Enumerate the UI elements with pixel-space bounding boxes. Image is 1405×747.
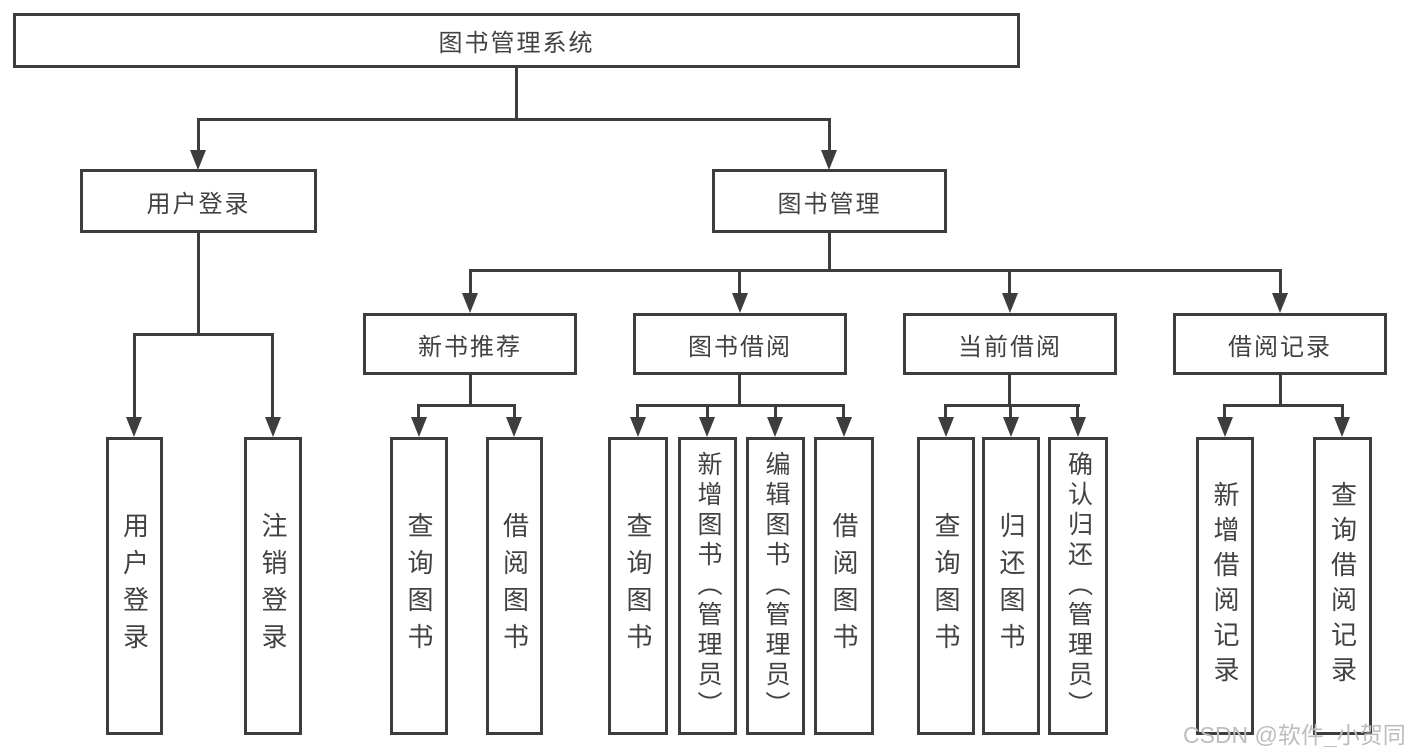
arrow-down-icon [1217, 417, 1233, 437]
connector-line [828, 118, 831, 152]
node-current-borrowing: 当前借阅 [903, 313, 1117, 375]
node-new-book-recommendation: 新书推荐 [363, 313, 577, 375]
node-borrowing-records: 借阅记录 [1173, 313, 1387, 375]
connector-line [1009, 407, 1012, 419]
connector-line [469, 375, 472, 407]
connector-line [1279, 272, 1282, 294]
leaf-label: 查询图书 [623, 512, 653, 660]
leaf-label: 编辑图书（管理员） [762, 451, 790, 721]
arrow-down-icon [1334, 417, 1350, 437]
arrow-down-icon [265, 417, 281, 437]
connector-line [469, 272, 472, 294]
connector-line [271, 336, 274, 419]
connector-line [133, 333, 274, 336]
leaf-label: 借阅图书 [829, 512, 859, 660]
connector-line [197, 233, 200, 335]
connector-line [197, 118, 831, 121]
arrow-down-icon [836, 417, 852, 437]
arrow-down-icon [411, 417, 427, 437]
connector-line [1223, 404, 1344, 407]
arrow-down-icon [1002, 293, 1018, 313]
leaf-label: 归还图书 [996, 512, 1026, 660]
connector-line [133, 336, 136, 419]
connector-line [636, 404, 845, 407]
connector-line [417, 404, 516, 407]
connector-line [842, 407, 845, 419]
arrow-down-icon [462, 293, 478, 313]
connector-line [1076, 407, 1079, 419]
arrow-down-icon [938, 417, 954, 437]
leaf-label: 新增借阅记录 [1210, 481, 1240, 691]
arrow-down-icon [699, 417, 715, 437]
connector-line [738, 272, 741, 294]
leaf-add-books-admin: 新增图书（管理员） [678, 437, 737, 735]
leaf-label: 借阅图书 [499, 512, 530, 660]
arrow-down-icon [506, 417, 522, 437]
arrow-down-icon [767, 417, 783, 437]
leaf-label: 确认归还（管理员） [1064, 451, 1093, 721]
leaf-label: 查询借阅记录 [1327, 481, 1358, 691]
connector-line [944, 407, 947, 419]
leaf-query-borrow-record: 查询借阅记录 [1313, 437, 1372, 735]
arrow-down-icon [821, 150, 837, 170]
connector-line [1008, 375, 1011, 407]
node-library-system: 图书管理系统 [13, 13, 1020, 68]
leaf-add-borrow-record: 新增借阅记录 [1196, 437, 1254, 735]
leaf-label: 用户登录 [119, 512, 150, 660]
leaf-label: 查询图书 [404, 512, 434, 660]
leaf-query-books-borrowing: 查询图书 [608, 437, 668, 735]
node-book-management: 图书管理 [712, 169, 947, 233]
leaf-label: 注销登录 [258, 512, 288, 660]
connector-line [1008, 272, 1011, 294]
leaf-label: 查询图书 [931, 512, 961, 660]
node-user-login: 用户登录 [80, 169, 317, 233]
leaf-label: 新增图书（管理员） [694, 451, 722, 721]
arrow-down-icon [126, 417, 142, 437]
arrow-down-icon [1070, 417, 1086, 437]
leaf-confirm-return-admin: 确认归还（管理员） [1048, 437, 1108, 735]
csdn-watermark: CSDN @软件_小贺同学 [1183, 722, 1405, 747]
arrow-down-icon [1003, 417, 1019, 437]
connector-line [513, 407, 516, 419]
connector-line [944, 404, 1080, 407]
connector-line [738, 375, 741, 407]
leaf-borrow-books-recommend: 借阅图书 [486, 437, 543, 735]
leaf-return-books: 归还图书 [982, 437, 1040, 735]
connector-line [636, 407, 639, 419]
connector-line [828, 233, 831, 272]
arrow-down-icon [630, 417, 646, 437]
leaf-borrow-books: 借阅图书 [814, 437, 874, 735]
arrow-down-icon [190, 150, 206, 170]
connector-line [774, 407, 777, 419]
leaf-edit-books-admin: 编辑图书（管理员） [746, 437, 805, 735]
connector-line [197, 118, 200, 152]
connector-line [1223, 407, 1226, 419]
connector-line [469, 269, 1282, 272]
connector-line [515, 68, 518, 120]
connector-line [706, 407, 709, 419]
arrow-down-icon [1272, 293, 1288, 313]
connector-line [1341, 407, 1344, 419]
connector-line [1279, 375, 1282, 407]
connector-line [417, 407, 420, 419]
leaf-query-books-current: 查询图书 [917, 437, 975, 735]
leaf-query-books-recommend: 查询图书 [390, 437, 448, 735]
node-book-borrowing: 图书借阅 [633, 313, 847, 375]
leaf-logout-login: 注销登录 [244, 437, 302, 735]
arrow-down-icon [732, 293, 748, 313]
leaf-user-login: 用户登录 [106, 437, 163, 735]
